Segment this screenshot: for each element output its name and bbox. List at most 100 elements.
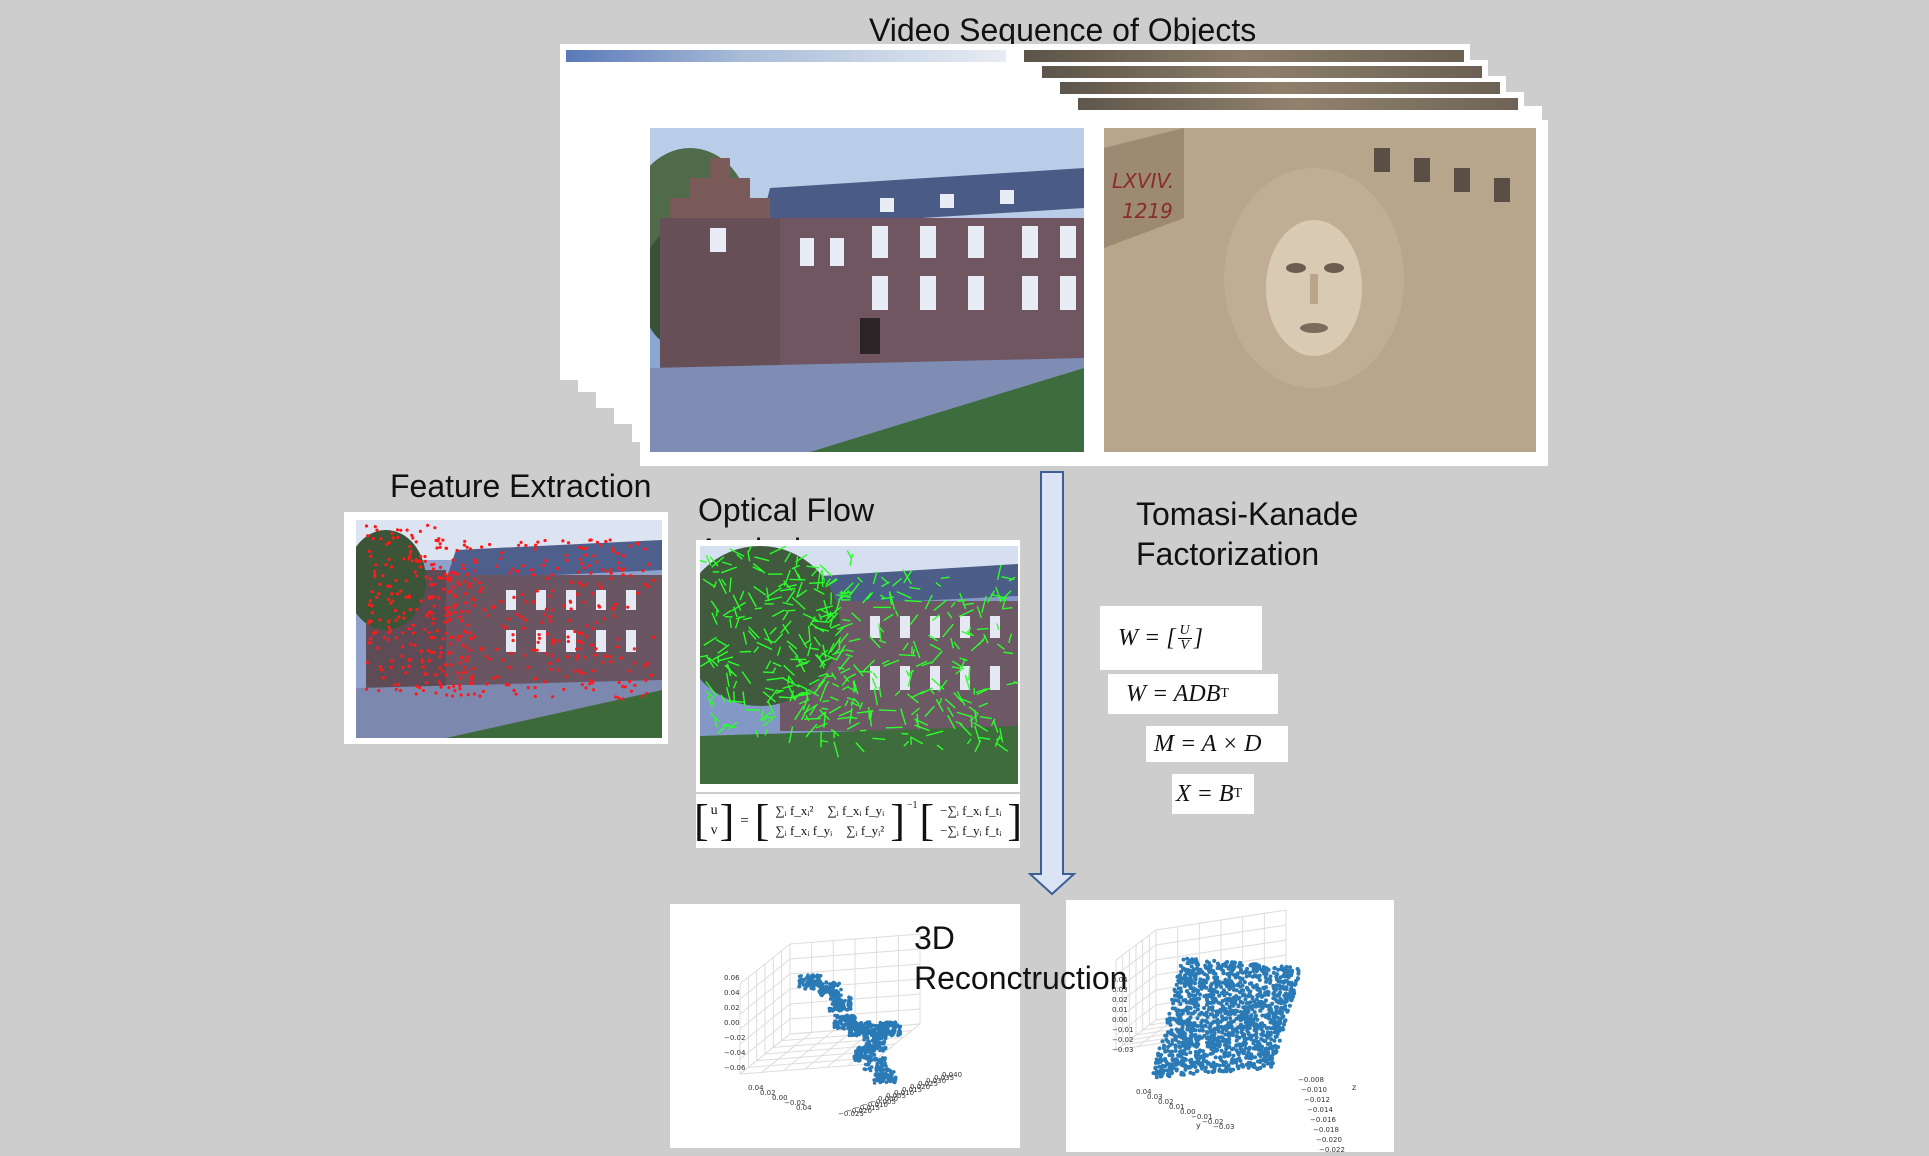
flow-vector	[789, 690, 795, 702]
scatter-point	[1265, 989, 1270, 994]
flow-vector	[905, 670, 910, 677]
feature-extraction-image	[356, 520, 662, 738]
grid-line	[789, 933, 921, 945]
feature-point	[454, 603, 458, 607]
scatter-point	[1221, 988, 1226, 993]
scatter-point	[1282, 1019, 1287, 1024]
flow-vector	[820, 739, 829, 743]
feature-point	[448, 613, 452, 617]
scatter-point	[1223, 1050, 1228, 1055]
feature-point	[621, 573, 625, 577]
flow-vector	[762, 717, 774, 727]
scatter-point	[897, 1025, 901, 1029]
scatter-point	[1236, 996, 1241, 1001]
feature-point	[524, 618, 528, 622]
feature-point	[410, 533, 414, 537]
scatter-point	[1184, 1052, 1189, 1057]
scatter-point	[1160, 1063, 1165, 1068]
scatter-point	[1222, 1054, 1227, 1059]
scatter-point	[843, 999, 847, 1003]
scatter-point	[879, 1036, 884, 1041]
feature-point	[402, 557, 406, 561]
scatter-point	[1231, 987, 1236, 992]
feature-point	[425, 613, 429, 617]
feature-point	[617, 696, 621, 700]
feature-point	[521, 564, 525, 568]
feature-point	[409, 549, 413, 553]
scatter-point	[1221, 968, 1226, 973]
scatter-point	[1276, 967, 1281, 972]
scatter-point	[870, 1049, 875, 1054]
scatter-point	[1220, 991, 1224, 996]
x-tick-label: 0.01	[1169, 1103, 1185, 1111]
flow-vector	[736, 553, 743, 560]
scatter-point	[1238, 1018, 1243, 1023]
scatter-point	[1178, 1001, 1183, 1006]
feature-point	[469, 648, 473, 652]
feature-point	[437, 680, 441, 684]
scatter-point	[1251, 984, 1256, 989]
flow-vector	[786, 640, 798, 650]
scatter-point	[887, 1068, 892, 1072]
scatter-point	[1254, 1043, 1259, 1048]
scatter-point	[1208, 967, 1213, 972]
flow-vector	[796, 589, 808, 598]
scatter-point	[1213, 1014, 1218, 1019]
feature-point	[581, 547, 586, 551]
feature-point	[591, 681, 595, 685]
scatter-point	[1224, 1069, 1229, 1074]
scatter-point	[1168, 1062, 1172, 1067]
z-tick-label: −0.04	[724, 1049, 746, 1057]
scatter-point	[1188, 1000, 1193, 1005]
reconstruction-title: 3D	[914, 920, 955, 956]
flow-vector	[816, 653, 822, 660]
feature-point	[473, 577, 477, 581]
flow-vector	[822, 644, 827, 659]
flow-vector	[798, 698, 810, 705]
scatter-point	[1282, 1022, 1286, 1027]
feature-point	[415, 608, 419, 612]
flow-vector	[847, 686, 855, 691]
flow-vector	[931, 677, 945, 691]
scatter-point	[1240, 1031, 1245, 1036]
scatter-point	[1180, 1029, 1185, 1034]
scatter-point	[1248, 970, 1252, 975]
grid-line	[739, 958, 791, 1000]
feature-point	[429, 583, 433, 587]
feature-point	[605, 569, 609, 573]
feature-point	[531, 573, 536, 577]
feature-point	[575, 647, 579, 651]
flow-vector	[956, 711, 973, 718]
scatter-point	[1214, 998, 1219, 1003]
scatter-point	[1181, 1071, 1185, 1076]
feature-point	[472, 692, 476, 696]
flow-vector	[881, 581, 890, 588]
scatter-point	[1192, 1021, 1197, 1026]
feature-point	[368, 599, 372, 603]
scatter-point	[833, 1019, 837, 1024]
feature-point	[590, 643, 594, 647]
feature-point	[532, 600, 536, 604]
feature-point	[369, 640, 373, 645]
scatter-point	[1258, 1065, 1263, 1070]
scatter-point	[865, 1041, 870, 1045]
y-tick-label: −0.018	[1313, 1126, 1339, 1134]
flow-vector	[782, 623, 790, 635]
flow-vector	[700, 559, 707, 563]
z-tick-label: 0.00	[1112, 1016, 1128, 1024]
scatter-point	[1217, 1039, 1222, 1044]
flow-vector	[879, 709, 897, 712]
feature-point	[461, 643, 465, 647]
scatter-point	[1209, 1033, 1214, 1038]
feature-point	[439, 646, 443, 650]
scatter-point	[1221, 1063, 1226, 1067]
scatter-point	[1235, 1030, 1240, 1035]
flow-vector	[817, 673, 829, 688]
flow-vector	[829, 696, 839, 702]
flow-vector	[955, 669, 962, 675]
scatter-point	[1232, 995, 1237, 1000]
flow-vector	[978, 736, 991, 740]
feature-point	[432, 636, 436, 640]
scatter-point	[1174, 1067, 1179, 1072]
